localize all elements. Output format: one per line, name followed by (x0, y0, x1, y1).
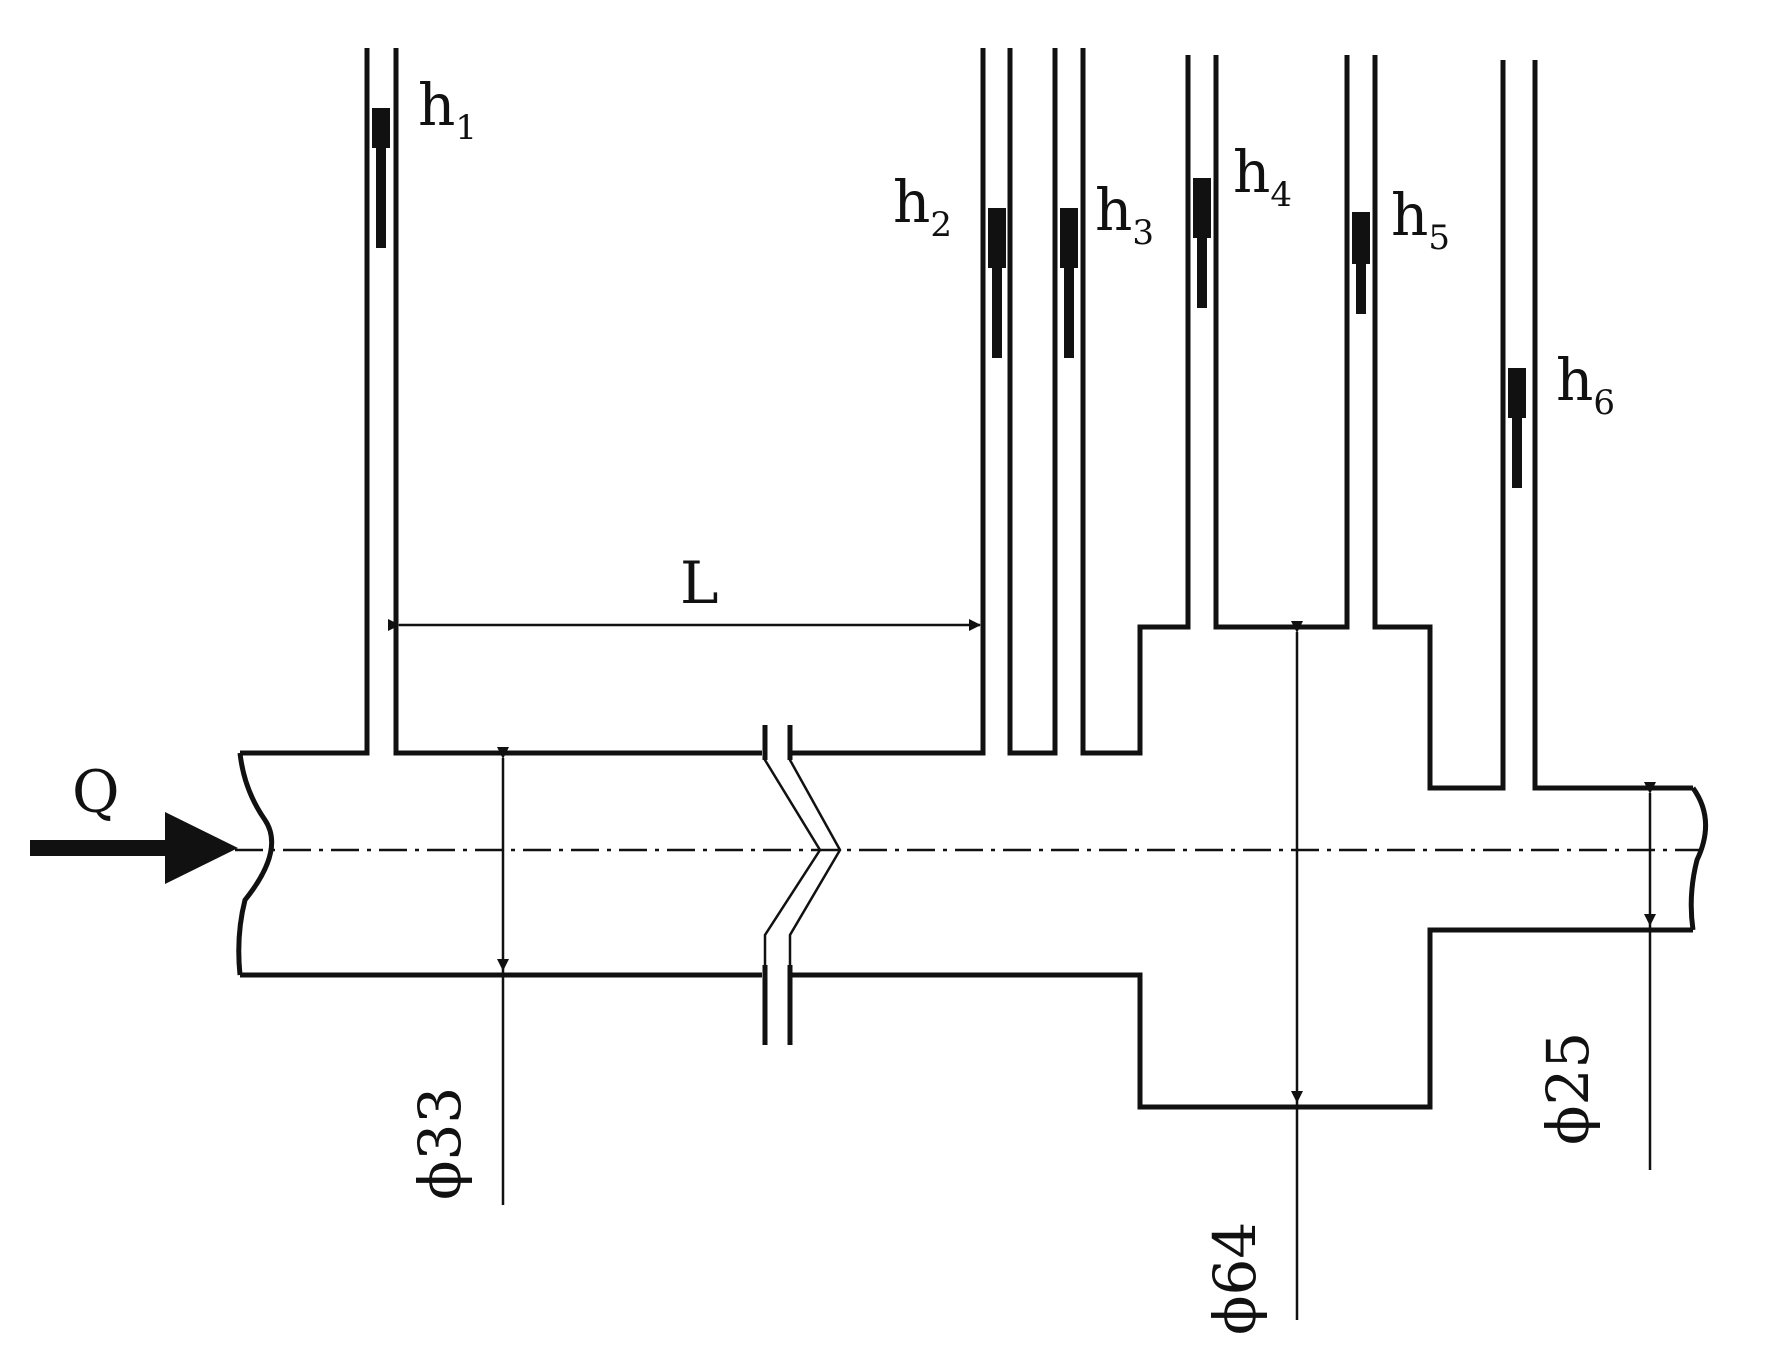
fluid-columns (372, 108, 1526, 488)
flow-arrow (30, 812, 238, 884)
piezometer-2-right-wall (1007, 48, 1058, 756)
piezometer-5-fluid (1352, 212, 1370, 264)
throat-top-wall (1213, 55, 1350, 630)
piezometer-4-fluid-trail (1197, 238, 1207, 308)
piezometer-4-fluid (1193, 178, 1211, 238)
pipe-outline (236, 48, 1709, 1110)
piezometer-1-label: h1 (418, 71, 477, 148)
break-mark-bottom (762, 965, 793, 1045)
pipe-top-wall-mid (792, 48, 986, 756)
diameter-33-label: ϕ33 (406, 1087, 474, 1200)
inlet-cut (236, 752, 275, 976)
flow-label: Q (72, 758, 120, 826)
piezometer-6-fluid-trail (1512, 418, 1522, 488)
break-zigzag-inner (788, 725, 842, 975)
dimension-lines (388, 619, 1656, 1320)
outlet-top-wall (1532, 60, 1693, 791)
piezometer-2-label: h2 (893, 168, 952, 245)
break-mark-top (762, 725, 793, 760)
throat-top-right (1372, 55, 1506, 791)
piezometer-2-fluid (988, 208, 1006, 268)
piezometer-3-fluid (1060, 208, 1078, 268)
piezometer-1-fluid (372, 108, 390, 148)
piezometer-2-fluid-trail (992, 268, 1002, 358)
piezometer-5-fluid-trail (1356, 264, 1366, 314)
pipe-top-wall-left (240, 48, 370, 756)
piezometer-3-right-wall (1080, 48, 1191, 756)
piezometer-1-fluid-trail (376, 148, 386, 248)
length-label: L (680, 549, 719, 617)
diameter-25-label: ϕ25 (1534, 1032, 1602, 1145)
diameter-64-label: ϕ64 (1201, 1222, 1269, 1335)
piezometer-3-label: h3 (1095, 176, 1154, 253)
pipe-bottom-wall-right (792, 927, 1693, 1110)
piezometer-6-label: h6 (1556, 346, 1615, 423)
pipe-top-wall-segment (393, 48, 762, 756)
piezometer-6-fluid (1508, 368, 1526, 418)
piezometer-3-fluid-trail (1064, 268, 1074, 358)
outlet-cut (1688, 786, 1709, 931)
piezometer-5-label: h5 (1391, 181, 1450, 258)
piezometer-4-label: h4 (1233, 138, 1292, 215)
